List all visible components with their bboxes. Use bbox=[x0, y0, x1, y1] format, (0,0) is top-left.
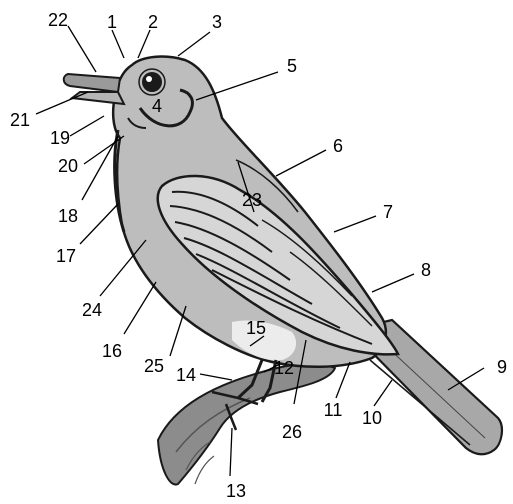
label-13: 13 bbox=[226, 481, 246, 501]
label-23: 23 bbox=[242, 190, 262, 210]
label-2: 2 bbox=[148, 12, 158, 32]
label-1: 1 bbox=[107, 12, 117, 32]
label-6: 6 bbox=[333, 136, 343, 156]
label-15: 15 bbox=[246, 318, 266, 338]
label-7: 7 bbox=[383, 202, 393, 222]
beak bbox=[64, 74, 124, 104]
label-10: 10 bbox=[362, 408, 382, 428]
label-21: 21 bbox=[10, 110, 30, 130]
label-8: 8 bbox=[421, 260, 431, 280]
label-14: 14 bbox=[176, 365, 196, 385]
label-12: 12 bbox=[274, 358, 294, 378]
label-24: 24 bbox=[82, 300, 102, 320]
label-11: 11 bbox=[324, 400, 343, 420]
label-20: 20 bbox=[58, 156, 78, 176]
label-22: 22 bbox=[48, 10, 68, 30]
label-26: 26 bbox=[282, 422, 302, 442]
label-9: 9 bbox=[497, 357, 507, 377]
label-3: 3 bbox=[212, 12, 222, 32]
label-25: 25 bbox=[144, 356, 164, 376]
label-19: 19 bbox=[50, 128, 70, 148]
label-17: 17 bbox=[56, 246, 76, 266]
label-5: 5 bbox=[287, 56, 297, 76]
label-18: 18 bbox=[58, 206, 78, 226]
eye bbox=[139, 69, 165, 95]
label-4: 4 bbox=[152, 96, 162, 116]
label-16: 16 bbox=[102, 341, 122, 361]
